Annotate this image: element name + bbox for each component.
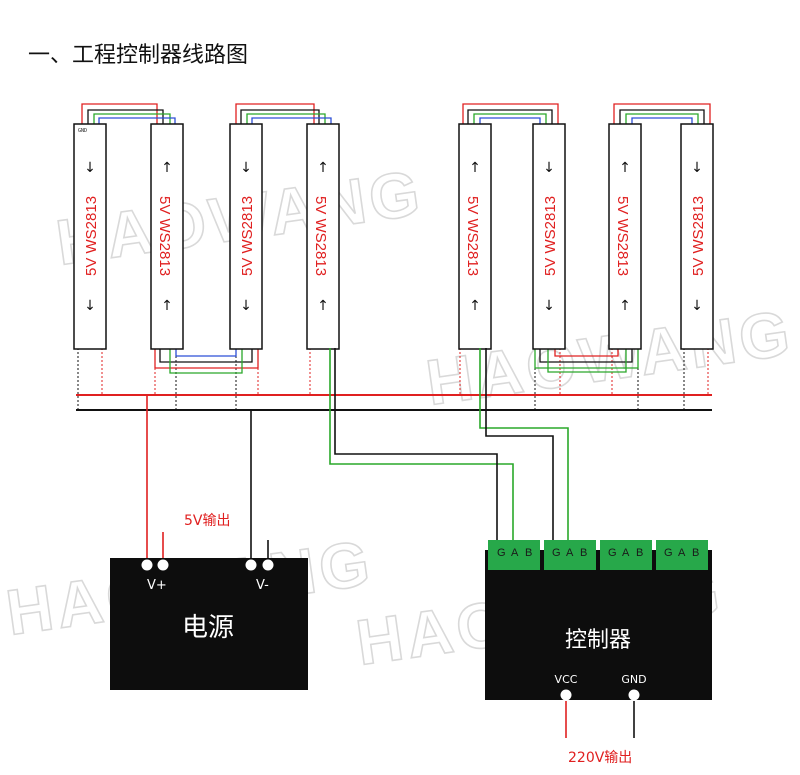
svg-text:B: B [636, 547, 643, 559]
strip-label: 5V WS2813 [464, 196, 481, 276]
led-strip-group: GND 5V WS2813 ↓ ↓ 5V WS2813 ↑ ↑ 5V WS281… [73, 123, 714, 350]
controller: G A B G A B G A B G A B 控制器 VCC GND [485, 540, 712, 701]
vcc-terminal-dot [560, 689, 572, 701]
terminal-neg-label: V- [256, 578, 269, 593]
led-strip: 5V WS2813 ↑ ↑ [458, 123, 492, 350]
arrow-down-icon: ↓ [691, 298, 703, 314]
arrow-down-icon: ↓ [543, 298, 555, 314]
power-output-label: 5V输出 [184, 513, 230, 529]
arrow-down-icon: ↓ [543, 160, 555, 176]
led-strip: 5V WS2813 ↑ ↑ [150, 123, 184, 350]
controller-label: 控制器 [565, 628, 631, 653]
strip-label: 5V WS2813 [83, 196, 100, 276]
arrow-down-icon: ↓ [691, 160, 703, 176]
arrow-down-icon: ↓ [84, 298, 96, 314]
svg-text:A: A [511, 547, 519, 559]
terminal-pos-label: V+ [147, 578, 167, 593]
vcc-label: VCC [555, 673, 578, 686]
arrow-down-icon: ↓ [240, 160, 252, 176]
terminal-dot [262, 559, 274, 571]
led-strip: 5V WS2813 ↑ ↑ [608, 123, 642, 350]
svg-text:A: A [678, 547, 686, 559]
terminal-dot [141, 559, 153, 571]
gnd-terminal-dot [628, 689, 640, 701]
strip-label: 5V WS2813 [239, 196, 256, 276]
power-supply-body [110, 558, 308, 690]
led-strip: 5V WS2813 ↓ ↓ [229, 123, 263, 350]
controller-input-wires [565, 701, 635, 738]
svg-text:GND: GND [78, 128, 87, 134]
power-wires [146, 395, 269, 565]
led-strip: GND 5V WS2813 ↓ ↓ [73, 123, 107, 350]
svg-text:G: G [552, 547, 561, 559]
svg-text:A: A [622, 547, 630, 559]
arrow-up-icon: ↑ [161, 298, 173, 314]
svg-text:A: A [566, 547, 574, 559]
arrow-up-icon: ↑ [317, 298, 329, 314]
top-jumpers [81, 103, 711, 125]
arrow-up-icon: ↑ [469, 298, 481, 314]
strip-label: 5V WS2813 [690, 196, 707, 276]
arrow-up-icon: ↑ [317, 160, 329, 176]
svg-text:B: B [692, 547, 699, 559]
led-strip: 5V WS2813 ↓ ↓ [680, 123, 714, 350]
terminal-block: G A B [600, 540, 652, 570]
terminal-block: G A B [488, 540, 540, 570]
svg-text:G: G [608, 547, 617, 559]
led-strip: 5V WS2813 ↓ ↓ [532, 123, 566, 350]
svg-text:G: G [497, 547, 506, 559]
svg-text:B: B [525, 547, 532, 559]
strip-label: 5V WS2813 [542, 196, 559, 276]
strip-label: 5V WS2813 [312, 196, 329, 276]
svg-text:B: B [580, 547, 587, 559]
gnd-label: GND [621, 673, 646, 686]
strip-label: 5V WS2813 [156, 196, 173, 276]
controller-input-label: 220V输出 [568, 750, 632, 766]
terminal-dot [245, 559, 257, 571]
arrow-up-icon: ↑ [619, 298, 631, 314]
terminal-block: G A B [544, 540, 596, 570]
svg-text:G: G [664, 547, 673, 559]
page-title: 一、工程控制器线路图 [28, 43, 248, 68]
arrow-down-icon: ↓ [240, 298, 252, 314]
terminal-dot [157, 559, 169, 571]
terminal-block: G A B [656, 540, 708, 570]
power-supply-label: 电源 [182, 613, 234, 643]
controller-body [485, 550, 712, 700]
arrow-down-icon: ↓ [84, 160, 96, 176]
bottom-jumpers [154, 348, 639, 374]
arrow-up-icon: ↑ [161, 160, 173, 176]
signal-wires [329, 348, 569, 545]
power-supply: V+ V- 电源 5V输出 [110, 513, 308, 690]
arrow-up-icon: ↑ [469, 160, 481, 176]
led-strip: 5V WS2813 ↑ ↑ [306, 123, 340, 350]
arrow-up-icon: ↑ [619, 160, 631, 176]
strip-label: 5V WS2813 [614, 196, 631, 276]
